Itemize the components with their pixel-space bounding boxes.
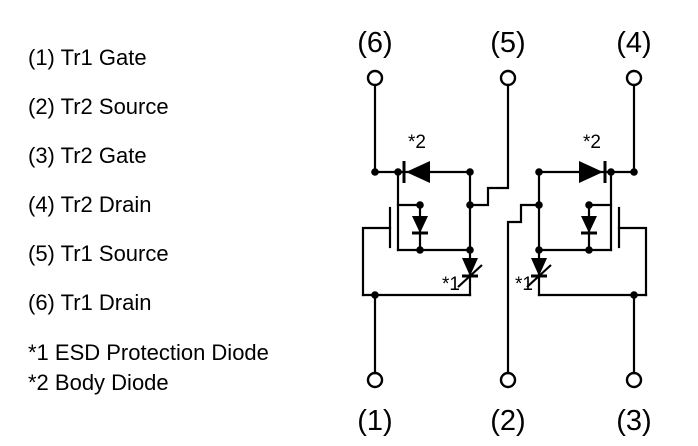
footnote-body-diode: *2 Body Diode <box>28 370 169 395</box>
terminals <box>366 69 643 389</box>
tr1-body-diode <box>402 161 430 183</box>
tr2-mosfet <box>609 170 648 297</box>
tr2-body-diode-label: *2 <box>583 132 601 153</box>
junction-dot <box>466 201 474 209</box>
tr2-esd-diode-label: *1 <box>515 274 533 295</box>
tr1-pin5-source-wire <box>468 83 510 207</box>
junction-dot <box>535 168 543 176</box>
terminal-pin6 <box>366 69 384 87</box>
terminal-pin4 <box>625 69 643 87</box>
tr2-internal-diode <box>581 216 597 235</box>
legend-item-1: (1) Tr1 Gate <box>28 45 147 70</box>
tr1-gate-lead <box>361 226 392 297</box>
junction-dot <box>585 246 593 254</box>
legend-item-2: (2) Tr2 Source <box>28 94 169 119</box>
pin-label-1: (1) <box>357 405 392 437</box>
junction-dot <box>535 246 543 254</box>
tr1-esd-diode-label: *1 <box>442 274 460 295</box>
junction-dot <box>630 168 638 176</box>
tr1-body-diode-label: *2 <box>408 132 426 153</box>
tr1-circuit: *2 *1 <box>361 83 510 375</box>
tr1-mosfet <box>361 170 400 297</box>
pin-label-6: (6) <box>357 27 392 59</box>
terminal-pin1 <box>366 371 384 389</box>
pin-legend: (1) Tr1 Gate (2) Tr2 Source (3) Tr2 Gate… <box>28 45 269 395</box>
terminal-labels: (6) (5) (4) (1) (2) (3) <box>357 27 651 437</box>
tr1-junction-dots <box>371 168 474 299</box>
junction-dot <box>630 291 638 299</box>
tr2-pin2-source-wire <box>506 203 541 375</box>
junction-dot <box>466 246 474 254</box>
terminal-pin3 <box>625 371 643 389</box>
pin-label-2: (2) <box>490 405 525 437</box>
tr2-source-wire <box>537 248 613 297</box>
junction-dot <box>466 168 474 176</box>
legend-item-6: (6) Tr1 Drain <box>28 290 151 315</box>
tr2-junction-dots <box>535 168 638 299</box>
junction-dot <box>607 168 615 176</box>
junction-dot <box>585 201 593 209</box>
junction-dot <box>416 246 424 254</box>
junction-dot <box>371 168 379 176</box>
tr2-gate-rail-wire <box>537 293 648 375</box>
tr2-body-diode <box>579 161 607 183</box>
junction-dot <box>535 201 543 209</box>
tr2-internal-diode-wire <box>587 203 613 252</box>
terminal-pin2 <box>499 371 517 389</box>
legend-item-4: (4) Tr2 Drain <box>28 192 151 217</box>
junction-dot <box>416 201 424 209</box>
tr2-circuit: *2 *1 <box>506 83 648 375</box>
legend-item-3: (3) Tr2 Gate <box>28 143 147 168</box>
terminal-pin5 <box>499 69 517 87</box>
tr1-gate-rail-wire <box>361 293 472 375</box>
tr1-internal-diode <box>412 216 428 235</box>
legend-item-5: (5) Tr1 Source <box>28 241 169 266</box>
junction-dot <box>371 291 379 299</box>
tr2-gate-lead <box>617 226 648 297</box>
tr1-internal-diode-wire <box>396 203 422 252</box>
pin-label-5: (5) <box>490 27 525 59</box>
junction-dot <box>394 168 402 176</box>
footnote-esd-diode: *1 ESD Protection Diode <box>28 340 269 365</box>
pin-label-3: (3) <box>616 405 651 437</box>
tr1-esd-diode <box>457 258 483 288</box>
tr2-esd-diode <box>526 258 552 288</box>
pin-label-4: (4) <box>616 27 651 59</box>
